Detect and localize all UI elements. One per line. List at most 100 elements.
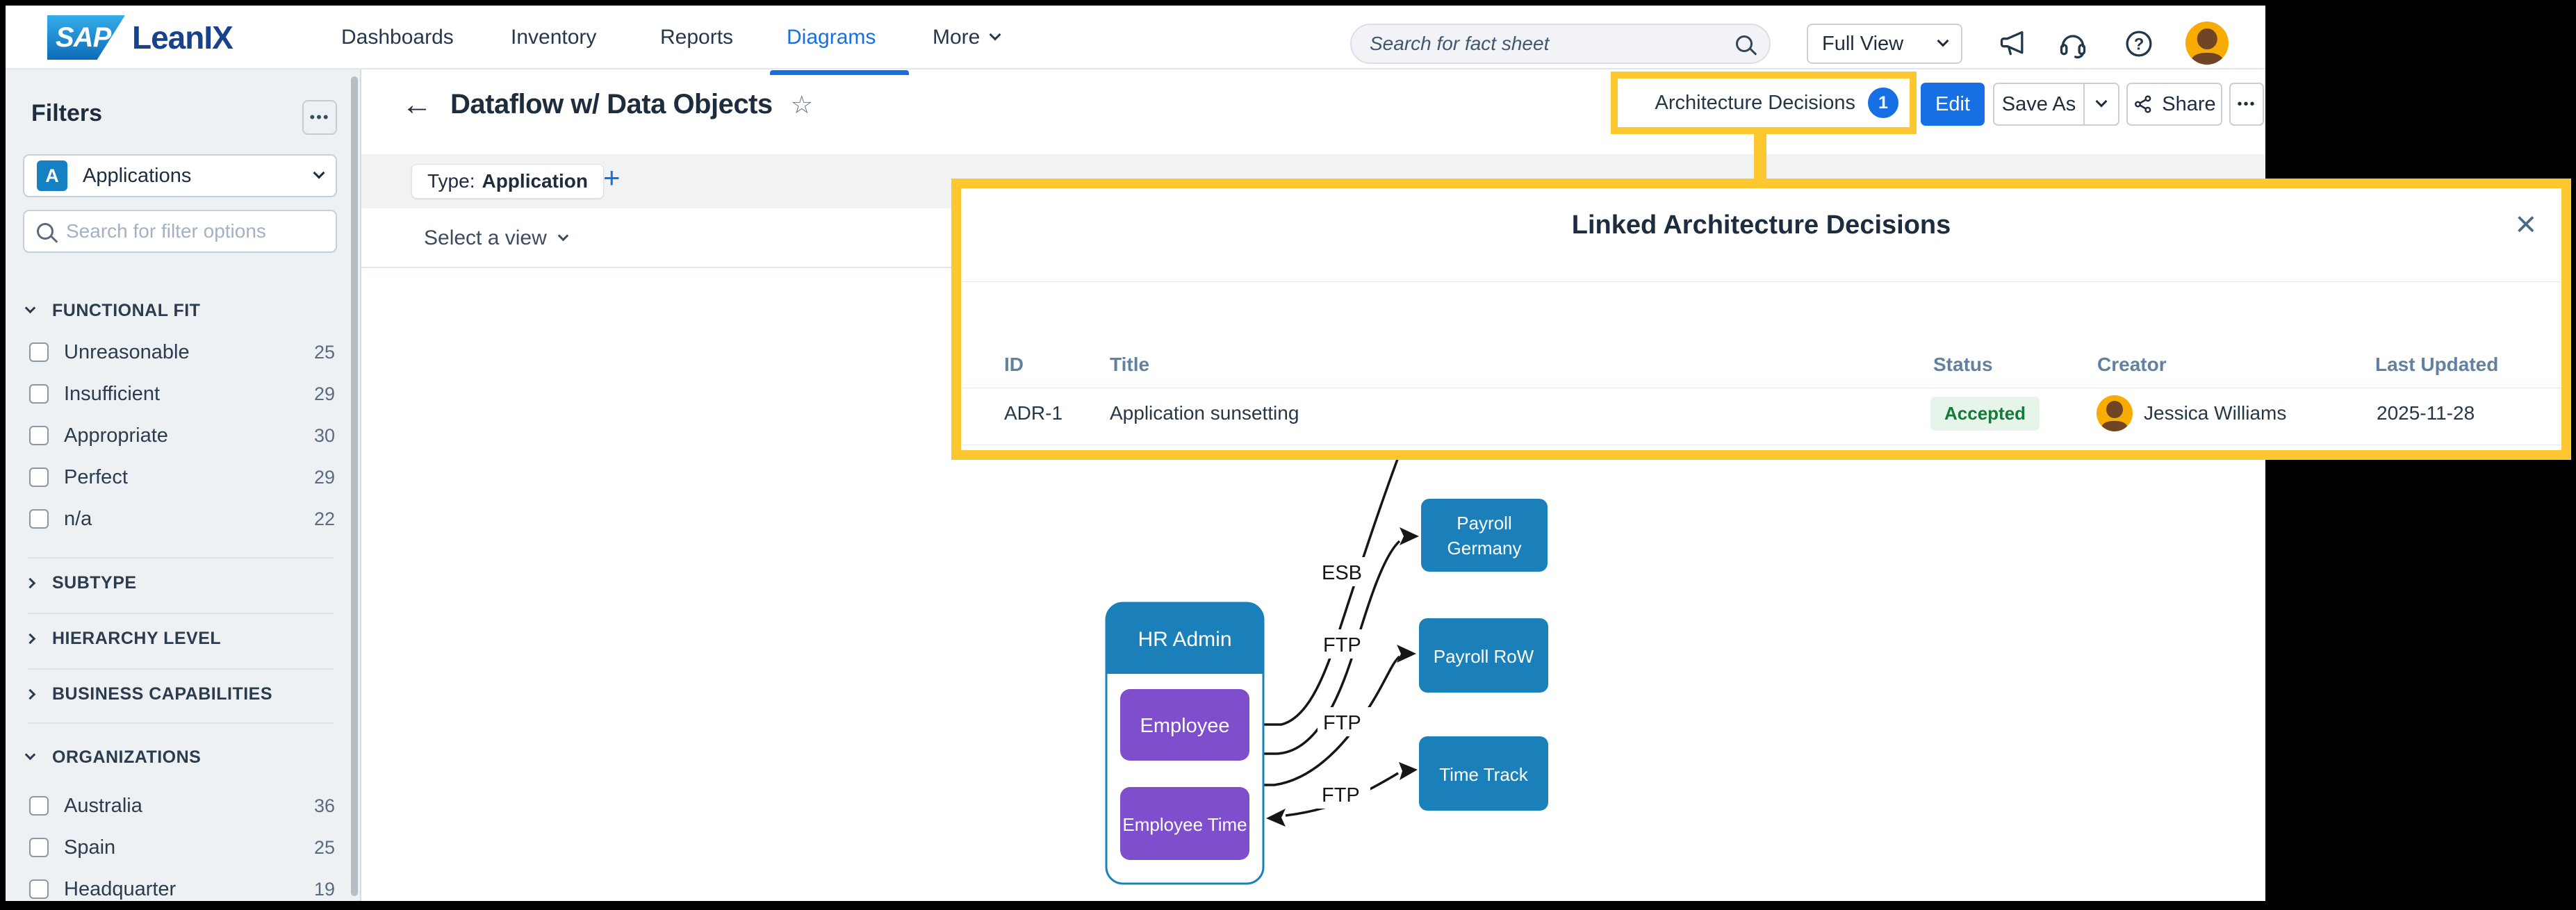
application-type-icon: A [37,160,67,191]
edit-button[interactable]: Edit [1921,83,1985,126]
column-header-id[interactable]: ID [1004,354,1024,375]
section-label: FUNCTIONAL FIT [52,300,201,320]
svg-text:?: ? [2134,35,2144,53]
edge-esb[interactable] [1263,438,1406,726]
filter-row-na[interactable]: n/a 22 [29,498,335,540]
edge-label-ftp-1: FTP [1323,634,1361,656]
chevron-down-icon [1937,35,1949,47]
column-header-last-updated[interactable]: Last Updated [2375,354,2499,375]
save-as-dropdown-button[interactable] [2085,95,2118,108]
support-headset-icon[interactable] [2058,28,2088,59]
section-organizations[interactable]: ORGANIZATIONS [24,740,339,775]
checkbox[interactable] [29,468,49,487]
save-as-split-button[interactable]: Save As [1993,83,2119,126]
filter-count: 30 [313,424,335,446]
filter-row-australia[interactable]: Australia 36 [29,785,335,827]
checkbox[interactable] [29,426,49,445]
filter-row-spain[interactable]: Spain 25 [29,827,335,868]
sidebar-scrollbar[interactable] [351,76,358,896]
fact-sheet-type-label: Applications [83,164,192,187]
tab-diagrams[interactable]: Diagrams [787,26,876,49]
section-functional-fit[interactable]: FUNCTIONAL FIT [24,293,339,328]
filter-row-perfect[interactable]: Perfect 29 [29,456,335,498]
dataflow-diagram: ESB FTP FTP FTP HR Admin Employee Employ [1105,438,1548,885]
tab-reports[interactable]: Reports [660,26,734,49]
architecture-decisions-button[interactable]: Architecture Decisions 1 [1611,72,1917,134]
section-label: ORGANIZATIONS [52,747,202,767]
column-header-title[interactable]: Title [1110,354,1150,375]
tab-more[interactable]: More [933,6,1001,69]
filter-label: Perfect [64,465,128,488]
filters-more-button[interactable]: ••• [302,100,337,135]
close-icon[interactable]: × [2515,204,2536,245]
data-object-employee-time[interactable]: Employee Time [1120,787,1249,860]
highlight-connector [1754,132,1766,185]
divider [28,557,334,559]
checkbox[interactable] [29,384,49,404]
filter-count: 25 [313,836,335,858]
node-payroll-row[interactable]: Payroll RoW [1419,618,1548,693]
node-label-line1: Payroll [1457,513,1511,533]
filter-row-insufficient[interactable]: Insufficient 29 [29,373,335,415]
filters-sidebar: Filters ••• A Applications FUNCTIONAL FI… [6,69,361,901]
save-as-button[interactable]: Save As [2001,92,2076,115]
data-object-employee[interactable]: Employee [1120,689,1249,761]
add-filter-button[interactable]: + [603,161,621,194]
tab-dashboards[interactable]: Dashboards [341,26,454,49]
checkbox[interactable] [29,838,49,857]
edge-label-esb: ESB [1322,562,1362,584]
column-header-creator[interactable]: Creator [2097,354,2167,375]
tab-inventory[interactable]: Inventory [511,26,597,49]
divider [28,613,334,614]
filter-options-search[interactable] [23,210,337,253]
back-button[interactable]: ← [402,87,432,122]
section-label: BUSINESS CAPABILITIES [52,684,273,704]
filter-count: 19 [313,878,335,900]
arrowhead-icon [1400,527,1419,545]
share-button[interactable]: Share [2126,83,2222,126]
more-actions-button[interactable]: ••• [2229,83,2264,126]
checkbox[interactable] [29,796,49,816]
user-avatar[interactable] [2185,22,2229,65]
fact-sheet-search-input[interactable] [1368,32,1736,56]
edge-label-ftp-3: FTP [1322,784,1360,806]
fact-sheet-search[interactable] [1350,24,1771,64]
section-label: SUBTYPE [52,572,137,593]
filter-label: Australia [64,794,142,817]
table-row[interactable]: ADR-1 Application sunsetting Accepted Je… [961,188,2561,431]
favorite-star-icon[interactable]: ☆ [790,90,813,119]
checkbox[interactable] [29,879,49,899]
filter-row-appropriate[interactable]: Appropriate 30 [29,415,335,456]
type-filter-chip[interactable]: Type: Application [411,164,604,199]
fact-sheet-type-selector[interactable]: A Applications [23,154,337,197]
checkbox[interactable] [29,509,49,529]
filter-count: 22 [313,508,335,529]
column-header-status[interactable]: Status [1933,354,1993,375]
announcements-icon[interactable] [1998,28,2028,59]
chevron-down-icon [989,28,1001,41]
section-subtype[interactable]: SUBTYPE [24,565,339,600]
help-icon[interactable]: ? [2124,28,2154,59]
filter-label: Insufficient [64,382,161,405]
checkbox[interactable] [29,342,49,362]
leanix-logo-text[interactable]: LeanIX [132,19,233,56]
popup-title: Linked Architecture Decisions [1571,210,1951,240]
sap-logo[interactable]: SAP [47,15,125,60]
view-selector-label: Select a view [424,226,547,249]
filter-row-unreasonable[interactable]: Unreasonable 25 [29,331,335,373]
chevron-down-icon [557,230,569,241]
filter-options-search-input[interactable] [65,220,323,243]
filter-count: 29 [313,466,335,488]
status-badge: Accepted [1930,397,2040,431]
view-selector-dropdown[interactable]: Select a view [424,208,569,268]
node-payroll-germany[interactable]: Payroll Germany [1421,499,1548,572]
divider [961,281,2561,282]
node-time-track[interactable]: Time Track [1419,736,1548,811]
chevron-right-icon [24,577,36,588]
section-business-capabilities[interactable]: BUSINESS CAPABILITIES [24,677,339,711]
chevron-down-icon [24,749,36,760]
view-mode-dropdown[interactable]: Full View [1807,24,1962,64]
filter-row-headquarter[interactable]: Headquarter 19 [29,868,335,901]
section-hierarchy-level[interactable]: HIERARCHY LEVEL [24,621,339,656]
